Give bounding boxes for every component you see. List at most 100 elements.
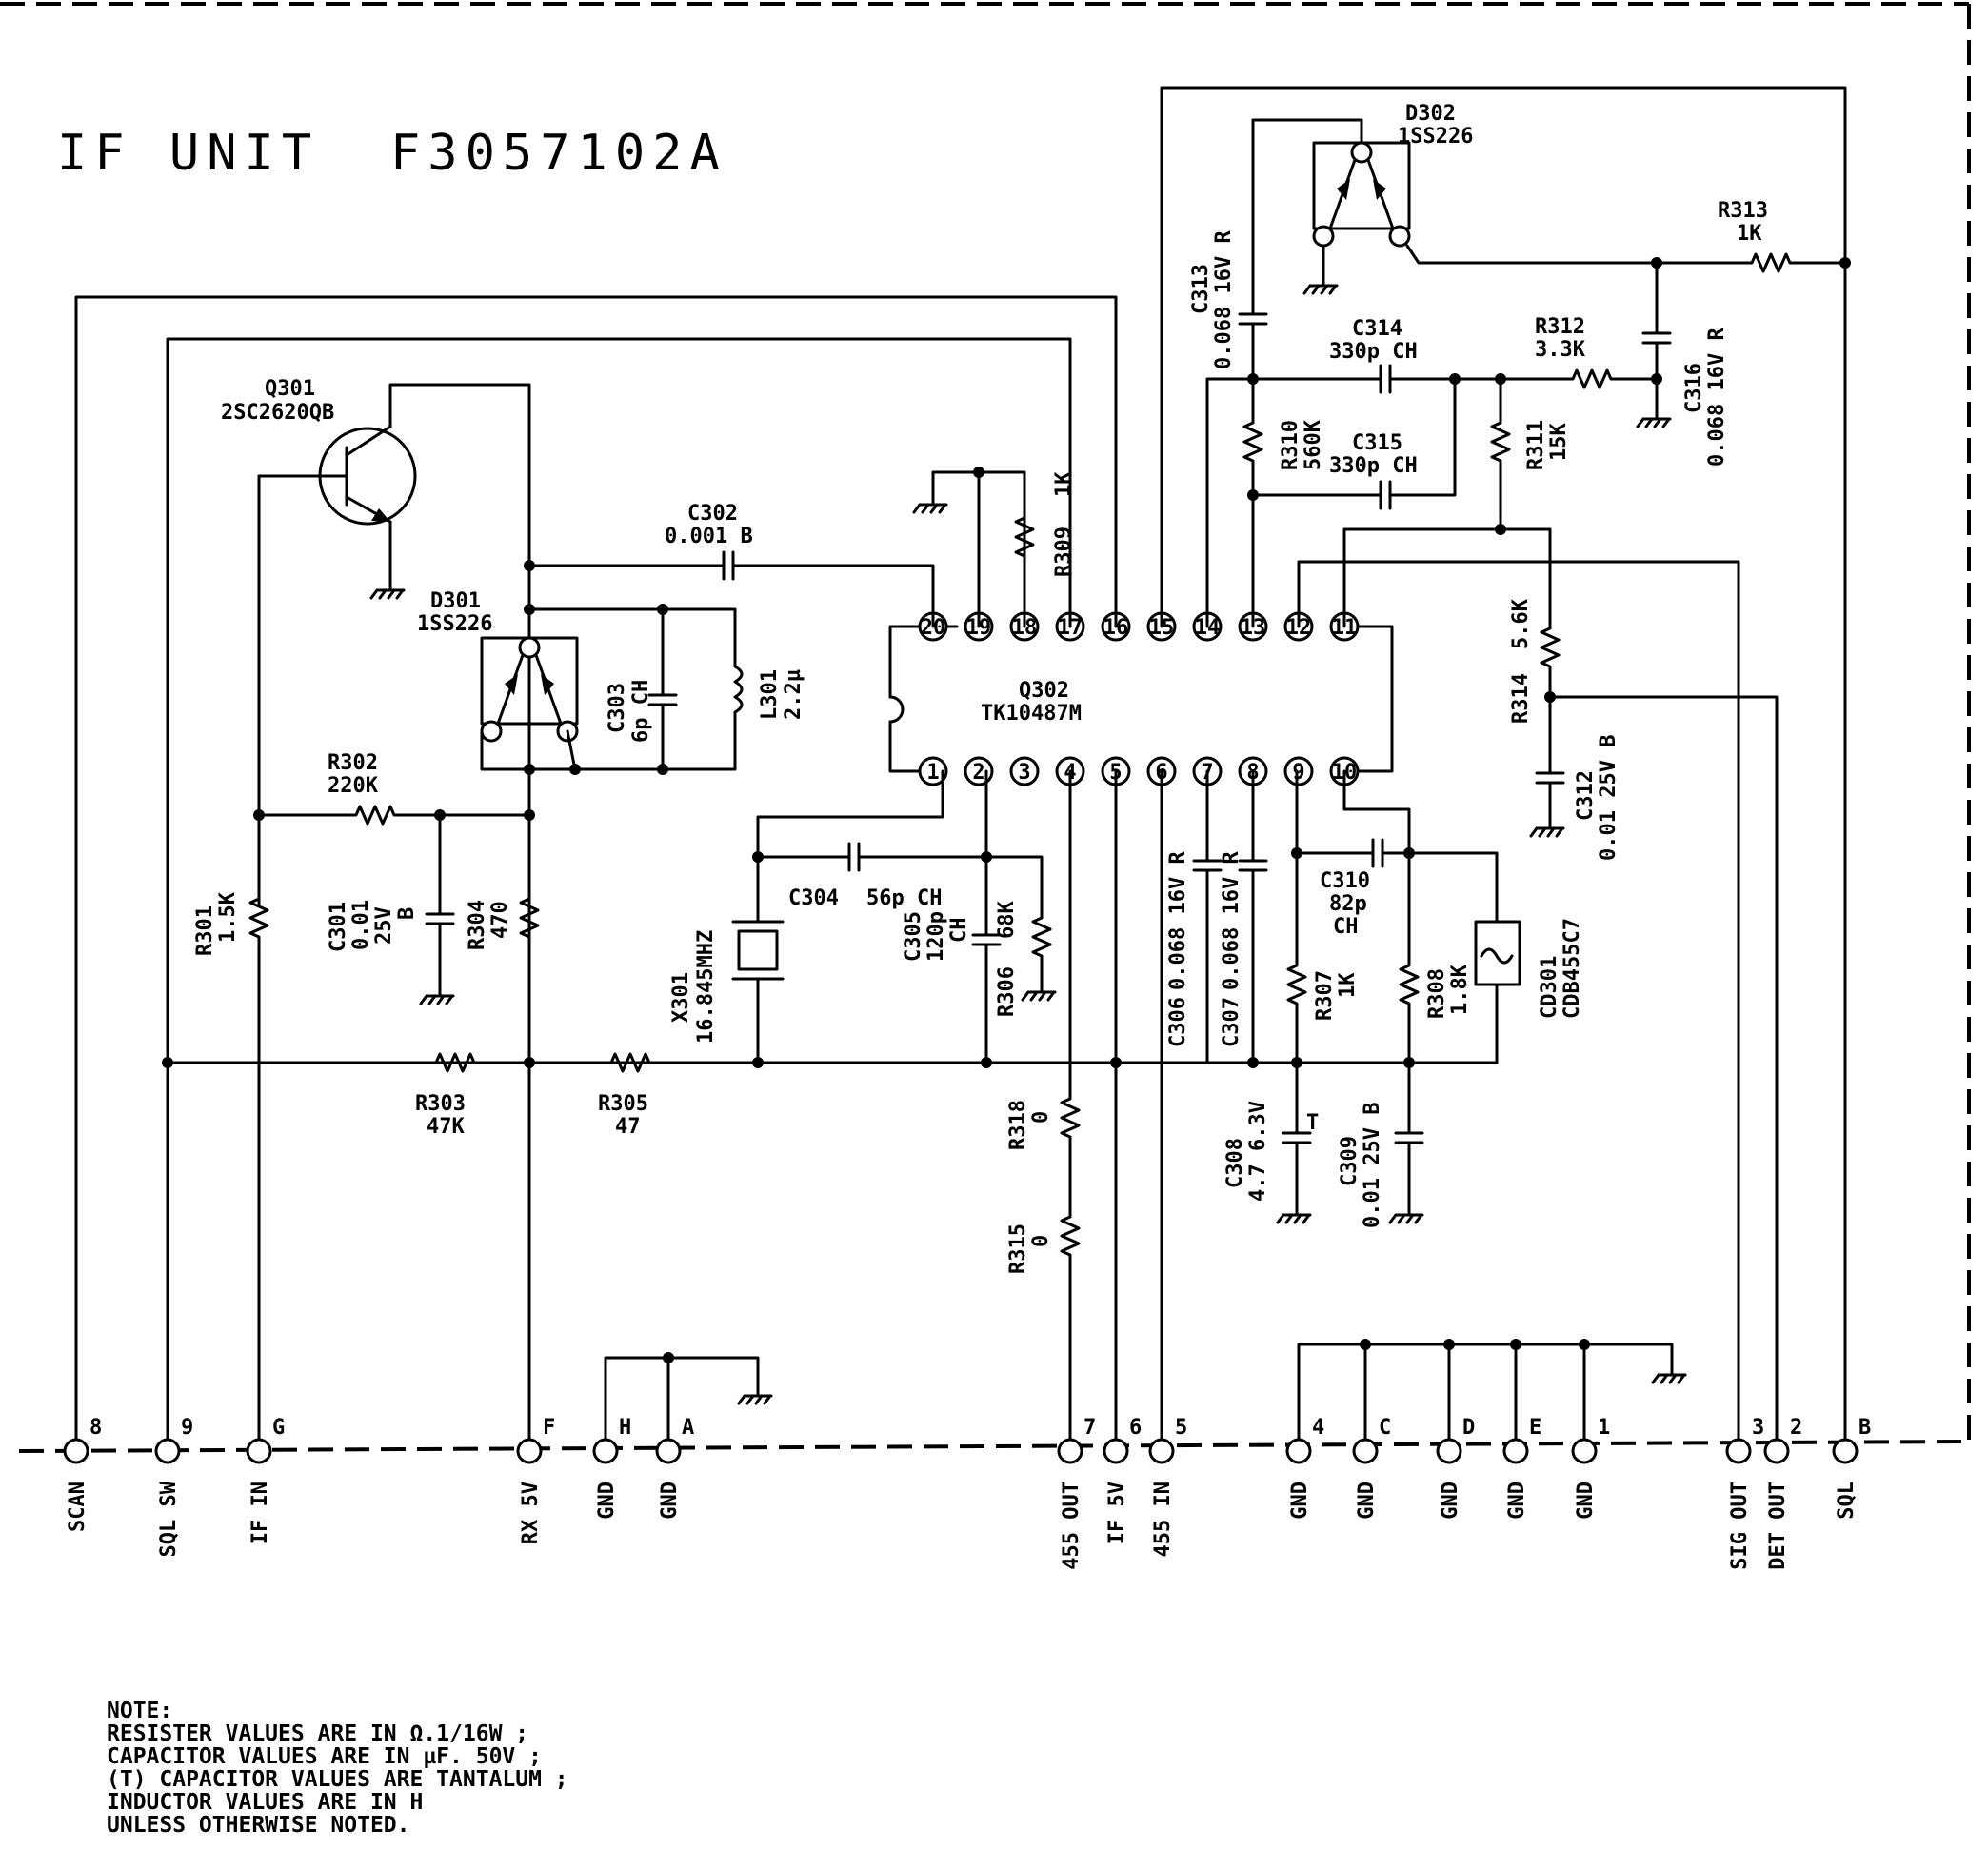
- c307-ref: C307: [1220, 997, 1243, 1047]
- ic-q302: Q302 TK10487M: [888, 625, 1394, 773]
- note-line: UNLESS OTHERWISE NOTED.: [107, 1813, 410, 1838]
- r307-value: 1K: [1336, 972, 1360, 998]
- c306-value: 0.068 16V R: [1166, 851, 1190, 990]
- c305-type: CH: [947, 918, 971, 944]
- connector-id: 2: [1790, 1416, 1802, 1440]
- x301-value: 16.845MHZ: [694, 930, 718, 1044]
- q301-part: 2SC2620QB: [221, 401, 334, 425]
- r302-ref: R302: [328, 751, 378, 775]
- unit-name: IF UNIT: [57, 125, 319, 182]
- connector-id: 5: [1175, 1416, 1187, 1440]
- r313-ref: R313: [1718, 199, 1768, 223]
- r308-value: 1.8K: [1448, 964, 1472, 1015]
- connector-id: B: [1859, 1416, 1871, 1440]
- connector-id: 1: [1598, 1416, 1610, 1440]
- schematic-title: IF UNIT F3057102A: [57, 125, 720, 182]
- connector-label: SIG OUT: [1728, 1482, 1752, 1570]
- note-line: INDUCTOR VALUES ARE IN H: [107, 1790, 423, 1815]
- q302-part: TK10487M: [981, 702, 1082, 726]
- connector-label: 455 IN: [1151, 1482, 1175, 1557]
- r303-value: 47K: [427, 1115, 465, 1139]
- c301-ref: C301: [327, 902, 350, 952]
- r310-value: 560K: [1302, 419, 1325, 470]
- q301-ref: Q301: [265, 377, 315, 401]
- board-outline: [0, 2, 1971, 1453]
- c302-ref: C302: [687, 502, 738, 526]
- cd301-value: CDB455C7: [1561, 918, 1584, 1019]
- connector-label: SCAN: [66, 1482, 89, 1532]
- c301-voltage: 25V: [372, 906, 396, 945]
- cd301-ref: CD301: [1538, 956, 1561, 1019]
- r315-value: 0: [1029, 1235, 1053, 1247]
- connector-id: A: [682, 1416, 694, 1440]
- r313-value: 1K: [1737, 222, 1762, 246]
- connector-id: 9: [181, 1416, 193, 1440]
- r305-ref: R305: [598, 1092, 648, 1116]
- c315-value: 330p CH: [1329, 454, 1418, 478]
- r318-value: 0: [1029, 1111, 1053, 1124]
- connector-id: D: [1462, 1416, 1475, 1440]
- r312-ref: R312: [1535, 315, 1585, 339]
- connector-label: RX 5V: [519, 1482, 543, 1544]
- c305-value: 120p: [924, 911, 948, 962]
- ic-pin-number: 3: [1018, 761, 1030, 785]
- r315-ref: R315: [1006, 1223, 1030, 1274]
- c301-type: B: [395, 907, 419, 920]
- r306-value: 68K: [995, 901, 1019, 939]
- connector-id: 6: [1129, 1416, 1142, 1440]
- r306-ref: R306: [995, 966, 1019, 1017]
- r311-value: 15K: [1547, 423, 1571, 461]
- c309-ref: C309: [1338, 1136, 1362, 1186]
- c315-ref: C315: [1352, 431, 1402, 455]
- ic-pin-number: 1: [926, 761, 939, 785]
- r309-ref: R309: [1052, 527, 1076, 577]
- note-block: NOTE:RESISTER VALUES ARE IN Ω.1/16W ;CAP…: [107, 1699, 568, 1838]
- r304-value: 470: [488, 901, 512, 939]
- c309-value: 0.01 25V B: [1361, 1103, 1384, 1228]
- c302-value: 0.001 B: [665, 525, 753, 548]
- c308-ref: C308: [1223, 1138, 1247, 1188]
- connector-id: F: [543, 1416, 555, 1440]
- d302-ref: D302: [1405, 102, 1456, 126]
- wire-sql-sw: [166, 337, 1072, 1453]
- connector-label: DET OUT: [1766, 1482, 1790, 1570]
- c305-ref: C305: [902, 911, 925, 962]
- c313-value: 0.068 16V R: [1212, 230, 1236, 369]
- ic-pin-number: 2: [972, 761, 984, 785]
- wire-sig-out: [1548, 695, 1779, 1453]
- ic-pin-bottom: 3: [1009, 756, 1040, 786]
- r304-ref: R304: [466, 900, 489, 950]
- connector-label: GND: [1574, 1482, 1598, 1520]
- c310-ref: C310: [1320, 869, 1370, 893]
- r314-ref: R314: [1509, 673, 1533, 724]
- r318-ref: R318: [1006, 1100, 1030, 1150]
- x301-ref: X301: [669, 972, 693, 1023]
- connector-id: H: [619, 1416, 631, 1440]
- c307-value: 0.068 16V R: [1220, 851, 1243, 990]
- c308-value: 4.7 6.3V: [1246, 1101, 1270, 1202]
- r303-ref: R303: [415, 1092, 466, 1116]
- ic-pin-bottom: 1: [918, 756, 948, 786]
- c310-type: CH: [1333, 915, 1359, 939]
- connector-id: 3: [1752, 1416, 1764, 1440]
- ic-pin-bottom: 2: [964, 756, 994, 786]
- c304-value: 56p CH: [866, 886, 942, 910]
- connector-label: GND: [1355, 1482, 1379, 1520]
- r302-value: 220K: [328, 774, 379, 798]
- ic-pin-top: 12: [1283, 611, 1314, 642]
- r307-ref: R307: [1313, 970, 1337, 1021]
- q302-ref: Q302: [1019, 679, 1069, 703]
- wire-scan: [74, 295, 1118, 1453]
- ic-pin-number: 9: [1292, 761, 1304, 785]
